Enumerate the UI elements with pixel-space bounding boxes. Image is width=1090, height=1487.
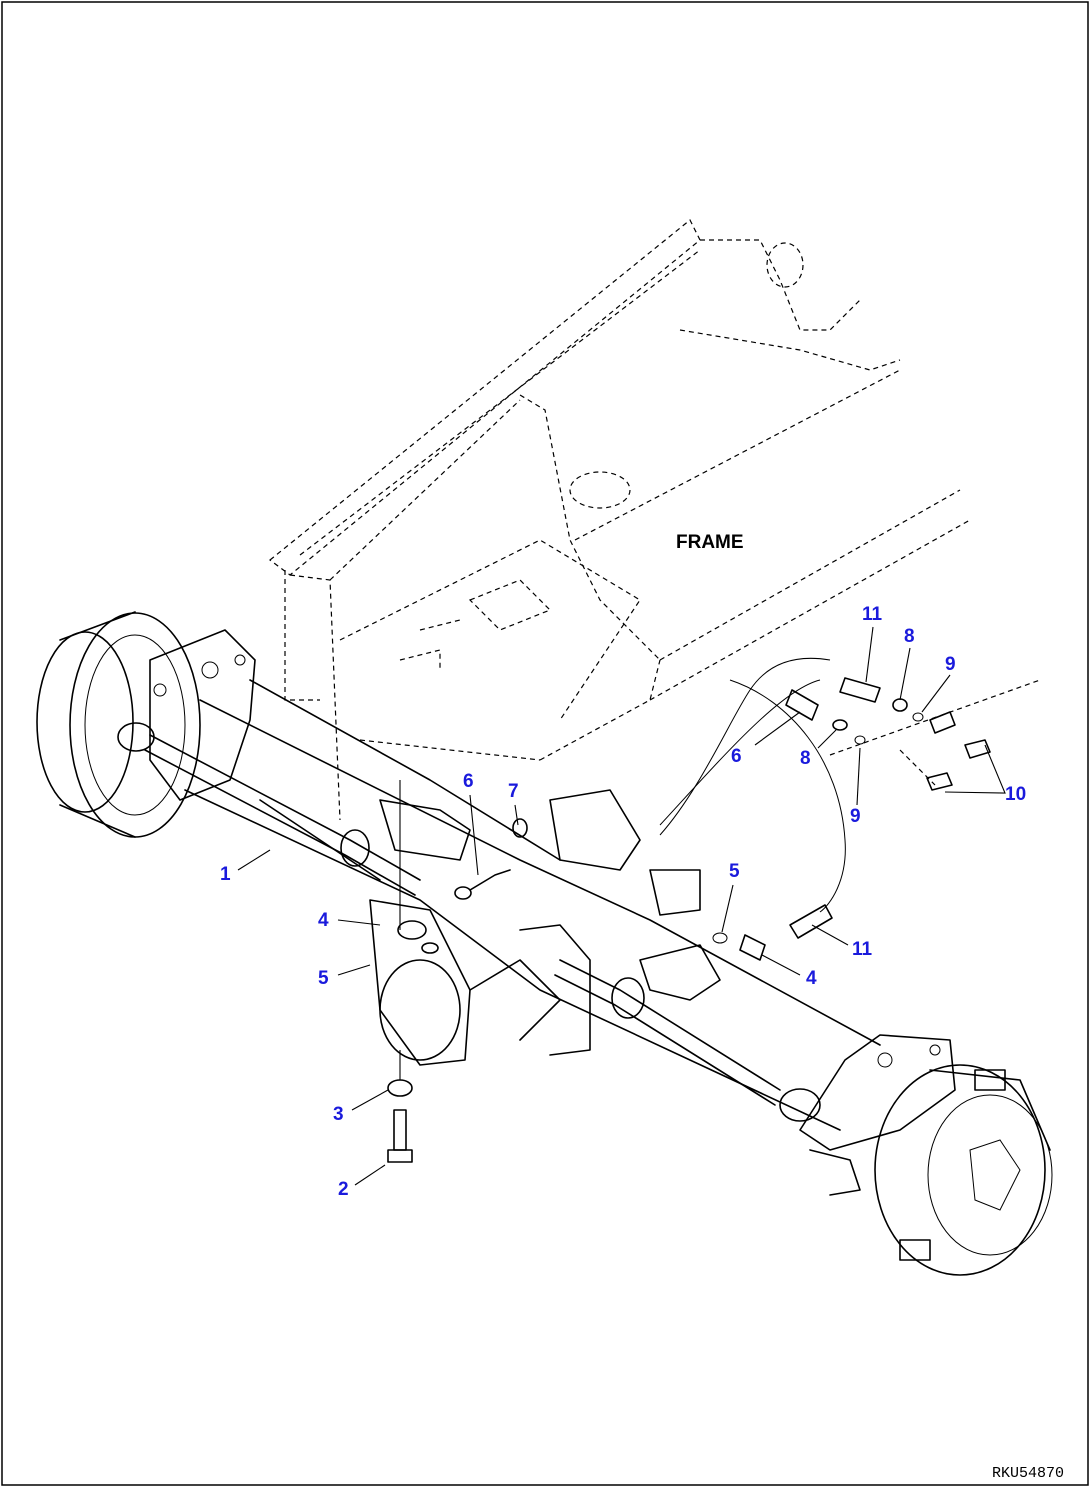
callout-8-top: 8 — [904, 626, 915, 647]
callout-11-bottom: 11 — [852, 939, 873, 960]
callout-4-right: 4 — [806, 968, 817, 989]
callout-8-mid: 8 — [800, 748, 811, 769]
drawing-id: RKU54870 — [992, 1465, 1064, 1482]
callout-2: 2 — [338, 1179, 349, 1200]
leader-lines — [237, 626, 1006, 1186]
callout-11-top: 11 — [862, 604, 883, 625]
callout-10: 10 — [1005, 784, 1026, 805]
callout-4-left: 4 — [318, 910, 329, 931]
callout-6-right: 6 — [731, 746, 742, 767]
callout-5-right: 5 — [729, 861, 740, 882]
callout-1: 1 — [220, 864, 231, 885]
front-axle-assembly — [36, 611, 1053, 1276]
callout-5-left: 5 — [318, 968, 329, 989]
callout-6-upper: 6 — [463, 771, 474, 792]
callout-9-mid: 9 — [850, 806, 861, 827]
frame-label: FRAME — [676, 532, 744, 553]
chassis-frame — [269, 219, 971, 821]
callout-3: 3 — [333, 1104, 344, 1125]
callout-7: 7 — [508, 781, 519, 802]
callout-9-top: 9 — [945, 654, 956, 675]
